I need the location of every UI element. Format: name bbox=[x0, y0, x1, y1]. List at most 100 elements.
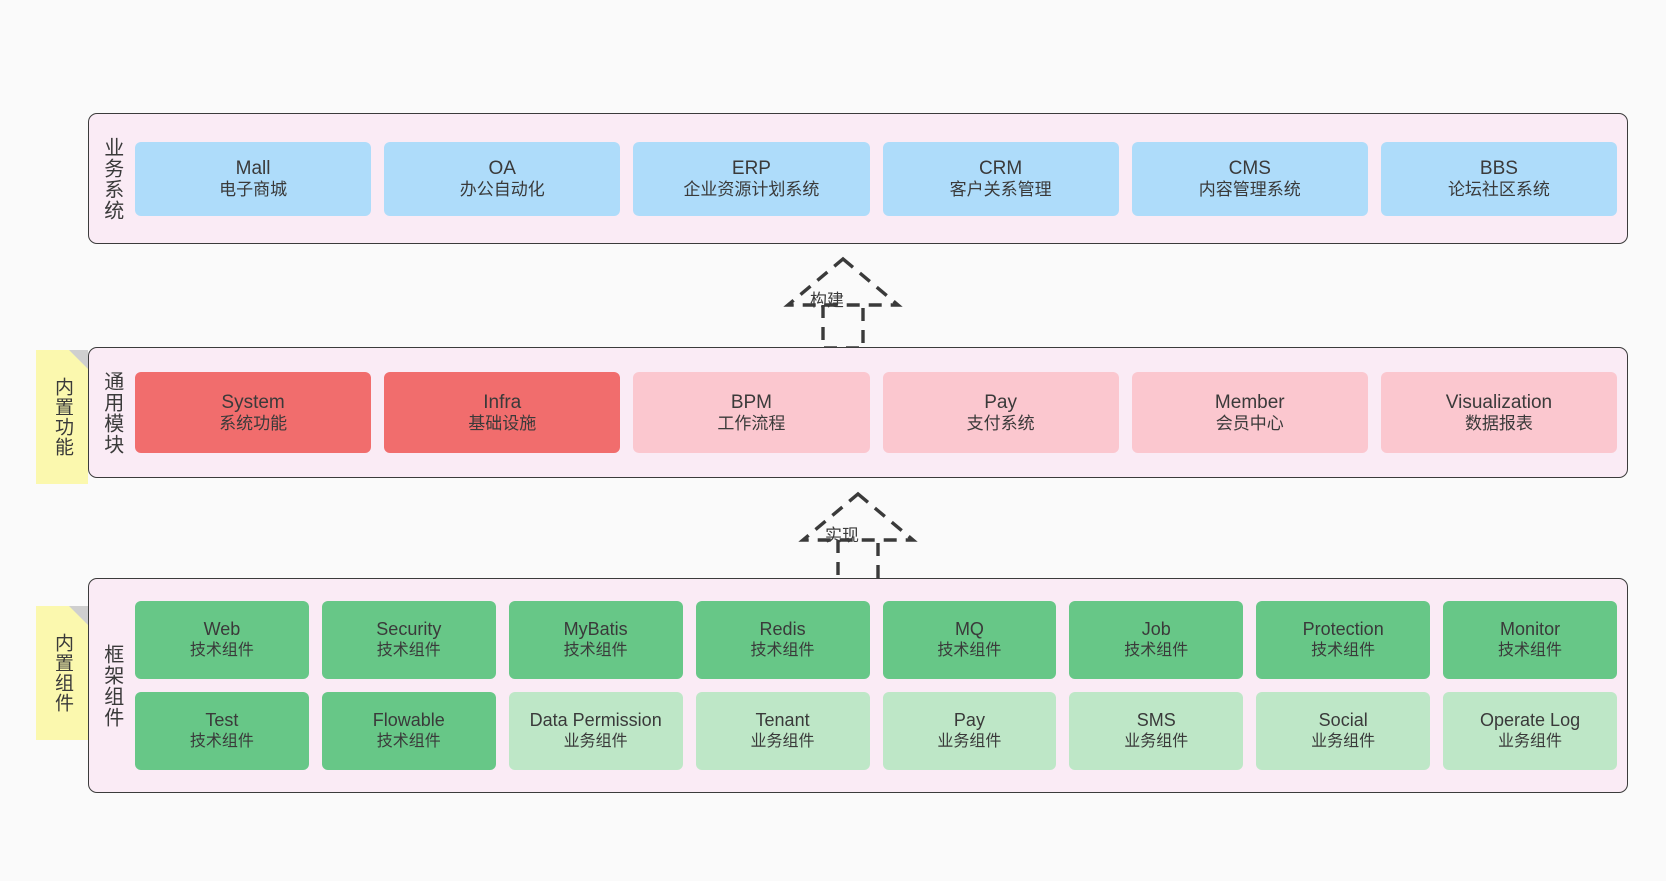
framework-card-protection[interactable]: Protection 技术组件 bbox=[1256, 601, 1431, 679]
card-subtitle: 业务组件 bbox=[750, 733, 815, 751]
business-card-crm[interactable]: CRM 客户关系管理 bbox=[882, 141, 1119, 216]
card-subtitle: 办公自动化 bbox=[459, 179, 545, 199]
card-subtitle: 业务组件 bbox=[1498, 733, 1563, 751]
sticky-note-label: 内置功能 bbox=[52, 377, 74, 457]
card-subtitle: 技术组件 bbox=[1311, 642, 1376, 660]
framework-card-sms[interactable]: SMS 业务组件 bbox=[1069, 692, 1244, 770]
framework-card-security[interactable]: Security 技术组件 bbox=[321, 601, 496, 679]
card-title: Security bbox=[376, 619, 442, 640]
card-subtitle: 基础设施 bbox=[468, 413, 537, 433]
card-subtitle: 客户关系管理 bbox=[949, 179, 1052, 199]
card-subtitle: 技术组件 bbox=[1124, 642, 1189, 660]
framework-card-social[interactable]: Social 业务组件 bbox=[1256, 692, 1431, 770]
framework-card-job[interactable]: Job 技术组件 bbox=[1069, 601, 1244, 679]
card-title: Infra bbox=[483, 391, 522, 413]
card-subtitle: 技术组件 bbox=[1498, 642, 1563, 660]
sticky-note-builtin-functions: 内置功能 bbox=[36, 350, 88, 484]
business-card-mall[interactable]: Mall 电子商城 bbox=[135, 141, 372, 216]
framework-card-pay[interactable]: Pay 业务组件 bbox=[882, 692, 1057, 770]
framework-card-flowable[interactable]: Flowable 技术组件 bbox=[321, 692, 496, 770]
card-subtitle: 数据报表 bbox=[1464, 413, 1533, 433]
card-subtitle: 业务组件 bbox=[1124, 733, 1189, 751]
framework-card-mq[interactable]: MQ 技术组件 bbox=[882, 601, 1057, 679]
business-card-bbs[interactable]: BBS 论坛社区系统 bbox=[1380, 141, 1618, 216]
framework-card-operate-log[interactable]: Operate Log 业务组件 bbox=[1443, 692, 1617, 770]
framework-card-data-permission[interactable]: Data Permission 业务组件 bbox=[508, 692, 683, 770]
card-subtitle: 系统功能 bbox=[219, 413, 288, 433]
page-fold-icon bbox=[69, 606, 88, 625]
card-title: Data Permission bbox=[529, 710, 662, 731]
framework-row-tech: Web 技术组件 Security 技术组件 MyBatis 技术组件 Redi… bbox=[135, 601, 1617, 679]
framework-row-business: Test 技术组件 Flowable 技术组件 Data Permission … bbox=[135, 692, 1617, 770]
card-subtitle: 支付系统 bbox=[966, 413, 1035, 433]
connector-build: 构建 bbox=[748, 253, 938, 353]
module-card-pay[interactable]: Pay 支付系统 bbox=[882, 372, 1119, 453]
layer-business-systems: 业务系统 Mall 电子商城 OA 办公自动化 ERP 企业资源计划系统 CRM… bbox=[88, 113, 1628, 244]
connector-implement-label: 实现 bbox=[825, 526, 859, 545]
module-card-member[interactable]: Member 会员中心 bbox=[1131, 372, 1368, 453]
business-card-oa[interactable]: OA 办公自动化 bbox=[384, 141, 621, 216]
card-title: CMS bbox=[1228, 157, 1271, 179]
card-title: Pay bbox=[984, 391, 1017, 413]
module-card-system[interactable]: System 系统功能 bbox=[135, 372, 372, 453]
card-subtitle: 会员中心 bbox=[1215, 413, 1284, 433]
card-subtitle: 业务组件 bbox=[1311, 733, 1376, 751]
card-title: ERP bbox=[731, 157, 771, 179]
card-title: SMS bbox=[1136, 710, 1176, 731]
connector-build-label: 构建 bbox=[810, 291, 844, 310]
layer-body-business-systems: Mall 电子商城 OA 办公自动化 ERP 企业资源计划系统 CRM 客户关系… bbox=[133, 114, 1627, 243]
sticky-note-builtin-components: 内置组件 bbox=[36, 606, 88, 740]
card-title: Flowable bbox=[372, 710, 445, 731]
framework-card-test[interactable]: Test 技术组件 bbox=[135, 692, 309, 770]
card-subtitle: 内容管理系统 bbox=[1198, 179, 1301, 199]
card-title: MQ bbox=[954, 619, 984, 640]
card-subtitle: 技术组件 bbox=[189, 642, 254, 660]
layer-common-modules: 通用模块 System 系统功能 Infra 基础设施 BPM 工作流程 Pay… bbox=[88, 347, 1628, 478]
card-subtitle: 技术组件 bbox=[563, 642, 628, 660]
card-title: Operate Log bbox=[1480, 710, 1581, 731]
business-card-cms[interactable]: CMS 内容管理系统 bbox=[1131, 141, 1368, 216]
card-title: Mall bbox=[235, 157, 271, 179]
business-card-erp[interactable]: ERP 企业资源计划系统 bbox=[633, 141, 870, 216]
card-subtitle: 电子商城 bbox=[219, 179, 288, 199]
card-title: CRM bbox=[978, 157, 1023, 179]
card-title: Protection bbox=[1302, 619, 1384, 640]
framework-card-mybatis[interactable]: MyBatis 技术组件 bbox=[508, 601, 683, 679]
layer-body-common-modules: System 系统功能 Infra 基础设施 BPM 工作流程 Pay 支付系统… bbox=[133, 348, 1627, 477]
layer-body-framework-components: Web 技术组件 Security 技术组件 MyBatis 技术组件 Redi… bbox=[133, 579, 1627, 792]
card-subtitle: 技术组件 bbox=[376, 642, 441, 660]
framework-card-tenant[interactable]: Tenant 业务组件 bbox=[695, 692, 870, 770]
framework-card-monitor[interactable]: Monitor 技术组件 bbox=[1443, 601, 1617, 679]
card-subtitle: 技术组件 bbox=[376, 733, 441, 751]
card-subtitle: 技术组件 bbox=[750, 642, 815, 660]
card-title: System bbox=[221, 391, 285, 413]
module-card-infra[interactable]: Infra 基础设施 bbox=[384, 372, 621, 453]
card-title: Redis bbox=[759, 619, 806, 640]
card-title: Web bbox=[203, 619, 241, 640]
card-subtitle: 技术组件 bbox=[189, 733, 254, 751]
connector-implement: 实现 bbox=[763, 488, 953, 588]
card-title: OA bbox=[488, 157, 516, 179]
framework-card-redis[interactable]: Redis 技术组件 bbox=[695, 601, 870, 679]
module-card-bpm[interactable]: BPM 工作流程 bbox=[633, 372, 870, 453]
card-title: MyBatis bbox=[563, 619, 628, 640]
card-title: Job bbox=[1141, 619, 1171, 640]
card-title: Test bbox=[205, 710, 239, 731]
card-title: BBS bbox=[1479, 157, 1518, 179]
card-subtitle: 业务组件 bbox=[937, 733, 1002, 751]
card-title: Tenant bbox=[755, 710, 810, 731]
layer-title-business-systems: 业务系统 bbox=[100, 136, 123, 221]
card-subtitle: 业务组件 bbox=[563, 733, 628, 751]
module-card-visualization[interactable]: Visualization 数据报表 bbox=[1380, 372, 1618, 453]
page-fold-icon bbox=[69, 350, 88, 369]
card-title: Social bbox=[1318, 710, 1368, 731]
layer-title-common-modules: 通用模块 bbox=[100, 370, 123, 455]
card-title: Monitor bbox=[1500, 619, 1561, 640]
layer-title-framework-components: 框架组件 bbox=[100, 643, 123, 728]
card-subtitle: 技术组件 bbox=[937, 642, 1002, 660]
framework-card-web[interactable]: Web 技术组件 bbox=[135, 601, 309, 679]
card-subtitle: 论坛社区系统 bbox=[1447, 179, 1550, 199]
card-title: BPM bbox=[730, 391, 773, 413]
card-title: Member bbox=[1214, 391, 1285, 413]
